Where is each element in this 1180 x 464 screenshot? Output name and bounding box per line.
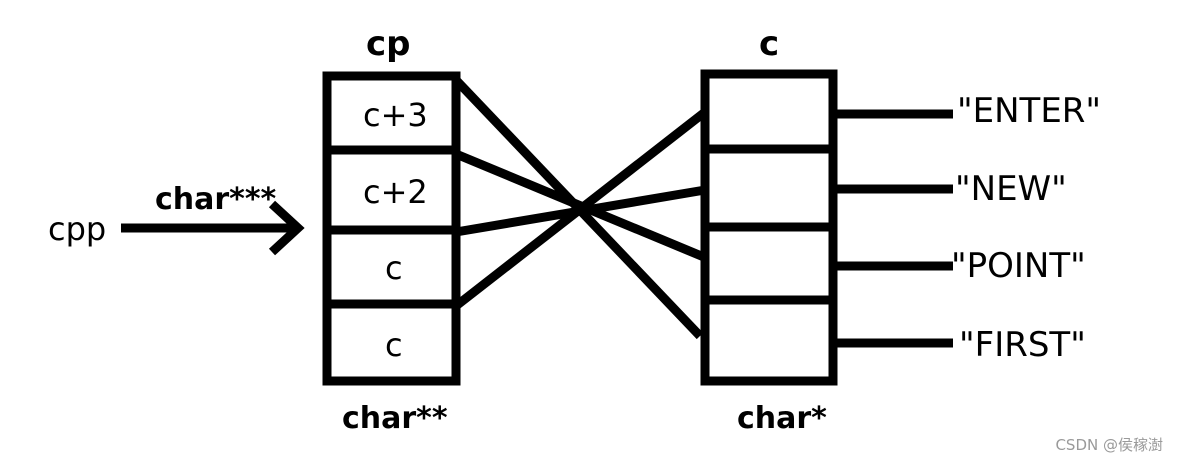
cpp-label: cpp xyxy=(48,210,106,248)
c-array-type-label: char* xyxy=(737,401,827,436)
cp-cell-1: c+2 xyxy=(363,173,428,211)
cp-cell-3: c xyxy=(385,326,403,364)
watermark: CSDN @侯稼澍 xyxy=(1055,436,1163,454)
string-new: "NEW" xyxy=(955,169,1067,209)
cp-array-type-label: char** xyxy=(342,401,448,436)
cpp-arrow-head xyxy=(268,200,305,256)
cp-cell-0: c+3 xyxy=(363,96,428,134)
string-point: "POINT" xyxy=(951,246,1086,286)
cp-cell-2: c xyxy=(385,249,403,287)
c-array xyxy=(700,69,838,386)
cpp-type-label: char*** xyxy=(155,182,277,217)
string-first: "FIRST" xyxy=(959,325,1086,365)
c-array-title: c xyxy=(759,24,779,64)
string-enter: "ENTER" xyxy=(957,91,1101,131)
string-links xyxy=(833,109,953,348)
pointer-links xyxy=(452,76,713,340)
link-cp3-to-c0 xyxy=(453,108,708,310)
cp-array-title: cp xyxy=(366,24,411,64)
